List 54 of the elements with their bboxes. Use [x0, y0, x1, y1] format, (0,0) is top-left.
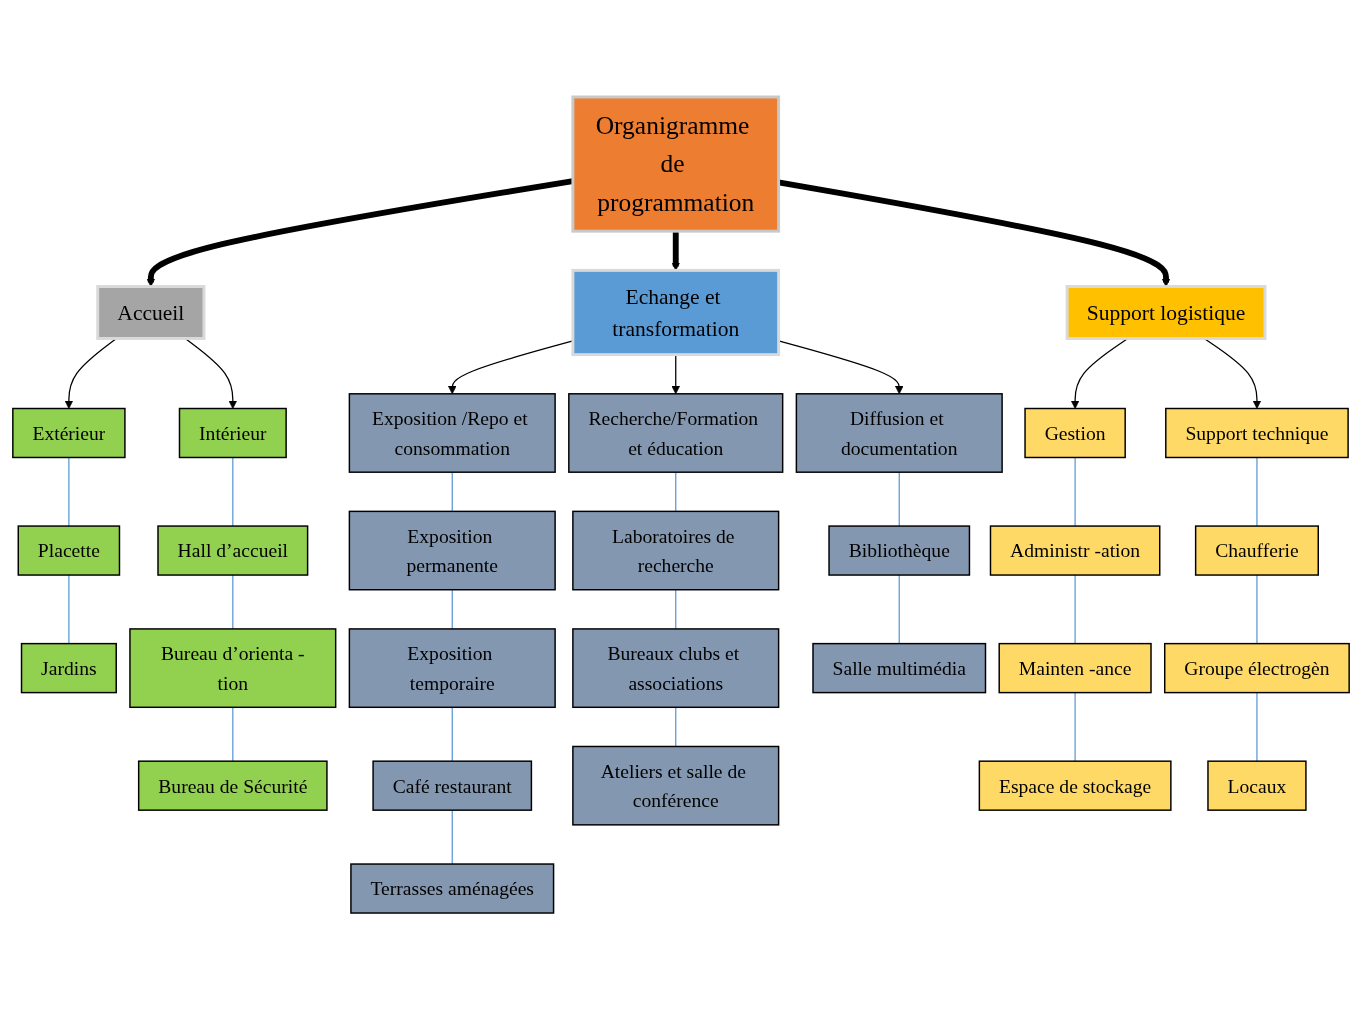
node-box: Accueil — [96, 285, 206, 340]
node-box: Recherche/Formation et éducation — [568, 393, 784, 473]
node-box: Terrasses aménagées — [350, 863, 555, 914]
connector — [675, 589, 677, 630]
node-box: Support logistique — [1065, 285, 1267, 340]
node-box: Ateliers et salle de conférence — [572, 745, 780, 826]
connector — [1256, 691, 1258, 762]
connector — [1074, 456, 1076, 527]
connector — [451, 706, 453, 762]
node-box: Groupe électrogèn — [1164, 642, 1350, 694]
connector — [68, 574, 70, 645]
node-box: Intérieur — [178, 407, 287, 459]
connector — [232, 574, 234, 630]
node-box: Support technique — [1165, 407, 1349, 459]
node-box: Salle multimédia — [812, 642, 987, 694]
connector — [675, 706, 677, 748]
arrow — [778, 179, 1171, 287]
node-box: Exposition permanente — [348, 510, 556, 591]
connector — [1256, 456, 1258, 527]
node-box: Bureau d’orienta -tion — [129, 628, 337, 709]
arrow — [671, 231, 681, 271]
node-box: Organigramme de programmation — [571, 95, 781, 233]
node-box: Diffusion et documentation — [795, 393, 1003, 473]
node-box: Jardins — [20, 642, 117, 694]
connector — [68, 456, 70, 527]
node-box: Hall d’accueil — [157, 525, 309, 576]
connector — [1256, 574, 1258, 645]
node-box: Placette — [17, 525, 121, 576]
node-box: Bureaux clubs et associations — [572, 628, 780, 709]
connector — [898, 471, 900, 527]
node-box: Bureau de Sécurité — [137, 760, 328, 811]
node-box: Gestion — [1024, 407, 1126, 459]
node-box: Laboratoires de recherche — [572, 510, 780, 591]
node-box: Administr -ation — [989, 525, 1161, 576]
connector — [1074, 691, 1076, 762]
node-box: Locaux — [1207, 760, 1307, 811]
connector — [232, 706, 234, 762]
connector — [451, 471, 453, 512]
connector — [1074, 574, 1076, 645]
node-box: Bibliothèque — [828, 525, 971, 576]
node-box: Extérieur — [12, 407, 126, 459]
connector — [232, 456, 234, 527]
node-box: Espace de stockage — [978, 760, 1172, 811]
node-box: Chaufferie — [1194, 525, 1319, 576]
node-box: Mainten -ance — [998, 642, 1152, 694]
connector — [451, 589, 453, 630]
connector — [675, 471, 677, 512]
node-box: Exposition /Repo et consommation — [348, 393, 556, 473]
connector — [451, 809, 453, 865]
node-box: Café restaurant — [372, 760, 533, 811]
arrow — [671, 354, 681, 395]
node-box: Echange et transformation — [571, 268, 781, 357]
node-box: Exposition temporaire — [348, 628, 556, 709]
connector — [898, 574, 900, 645]
